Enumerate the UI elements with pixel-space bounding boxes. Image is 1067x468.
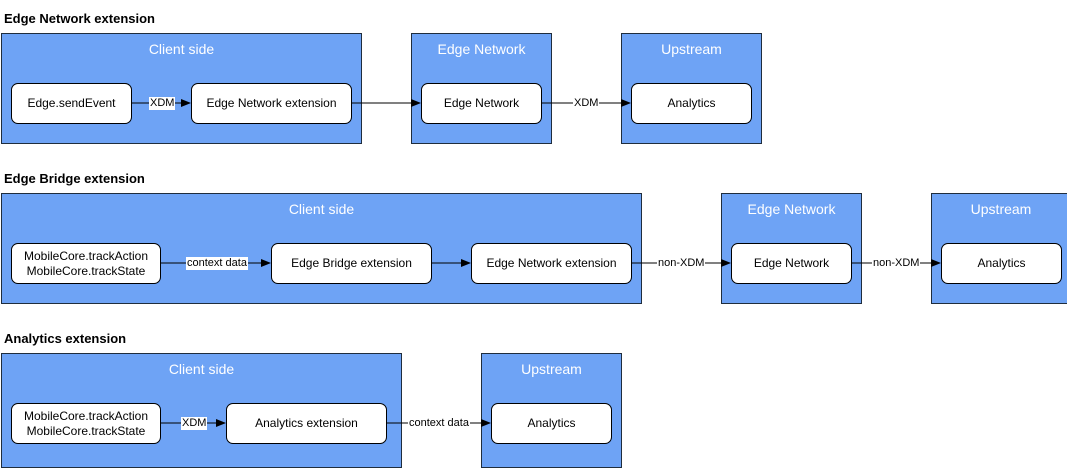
section-title-edge-network: Edge Network extension [4,11,155,26]
edge-label-context-data: context data [186,257,248,270]
container-title: Upstream [521,361,582,377]
node-label: Edge.sendEvent [27,96,116,110]
edge-network-node: Edge Network [731,243,852,284]
container-title: Client side [148,41,215,57]
node-label: Edge Network [443,96,520,110]
edge-label-xdm: XDM [149,97,176,110]
mobilecore-track-node: MobileCore.trackAction MobileCore.trackS… [11,243,161,284]
section-title-analytics: Analytics extension [4,331,127,346]
edge-label-non-xdm: non-XDM [872,257,921,270]
container-title: Edge Network [747,201,836,217]
container-title: Upstream [970,201,1032,217]
node-label: Edge Bridge extension [291,256,412,270]
edge-send-event-node: Edge.sendEvent [11,83,132,124]
node-label-line: MobileCore.trackAction [23,408,149,423]
edge-label-context-data: context data [408,417,470,430]
analytics-extension-node: Analytics extension [226,403,387,444]
container-title: Upstream [661,41,722,57]
container-title: Client side [168,361,235,377]
node-label-line: MobileCore.trackAction [23,248,149,263]
edge-bridge-extension-node: Edge Bridge extension [271,243,432,284]
analytics-node: Analytics [941,243,1062,284]
edge-label-xdm: XDM [573,97,600,110]
edge-label-xdm: XDM [181,417,208,430]
node-label: Edge Network extension [206,96,337,110]
edge-network-node: Edge Network [421,83,542,124]
node-label: Analytics [667,96,716,110]
node-label: Edge Network extension [486,256,617,270]
analytics-node: Analytics [631,83,752,124]
node-label-line: MobileCore.trackState [26,423,146,438]
section-title-edge-bridge: Edge Bridge extension [4,171,145,186]
edge-label-non-xdm: non-XDM [657,257,706,270]
analytics-node: Analytics [491,403,612,444]
node-label-line: MobileCore.trackState [26,263,146,278]
container-title: Client side [288,201,355,217]
mobilecore-track-node: MobileCore.trackAction MobileCore.trackS… [11,403,161,444]
node-label: Analytics extension [255,416,358,430]
node-label: Analytics [527,416,576,430]
node-label: Edge Network [753,256,830,270]
container-title: Edge Network [437,41,526,57]
edge-network-extension-node: Edge Network extension [191,83,352,124]
node-label: Analytics [977,256,1026,270]
edge-network-extension-node: Edge Network extension [471,243,632,284]
